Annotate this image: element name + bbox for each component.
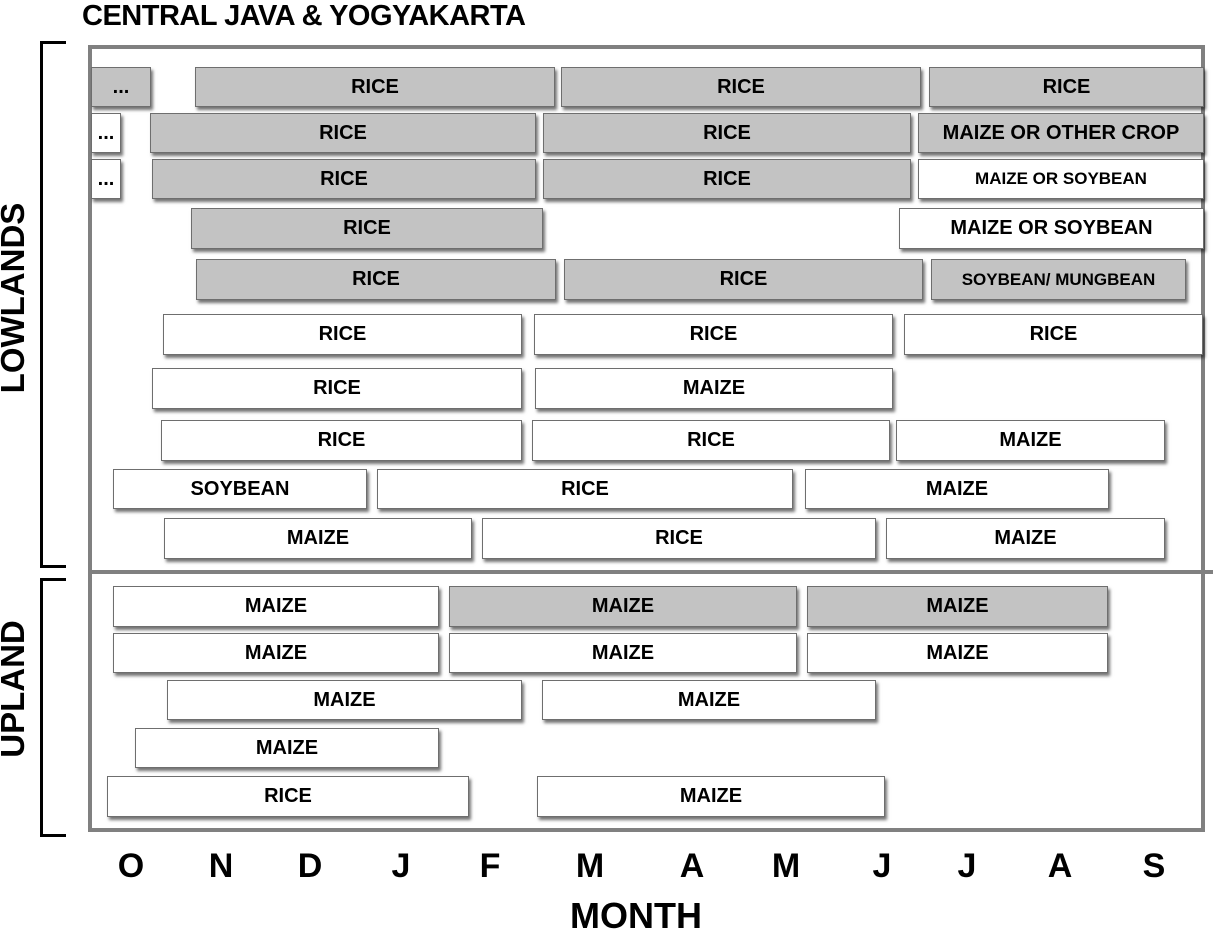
crop-bar: RICE <box>191 208 543 249</box>
crop-bar: RICE <box>532 420 890 461</box>
month-label: F <box>479 847 501 885</box>
crop-bar: MAIZE <box>113 633 439 673</box>
crop-bar: RICE <box>196 259 556 300</box>
crop-bar: MAIZE <box>896 420 1165 461</box>
crop-bar: RICE <box>195 67 555 107</box>
month-label: A <box>679 847 705 885</box>
crop-bar: MAIZE <box>535 368 893 409</box>
month-label: S <box>1142 847 1166 885</box>
month-label: M <box>575 847 605 885</box>
crop-bar: RICE <box>929 67 1204 107</box>
month-label: D <box>297 847 323 885</box>
crop-bar: RICE <box>564 259 923 300</box>
crop-bar: SOYBEAN/ MUNGBEAN <box>931 259 1186 300</box>
crop-bar: RICE <box>534 314 893 355</box>
lowlands-bracket <box>40 41 66 568</box>
crop-bar: MAIZE <box>449 586 797 627</box>
crop-bar: RICE <box>152 159 536 199</box>
month-label: J <box>957 847 977 885</box>
crop-bar: MAIZE OR OTHER CROP <box>918 113 1204 153</box>
upland-label: UPLAND <box>0 620 31 758</box>
crop-bar: MAIZE <box>537 776 885 817</box>
crop-bar: RICE <box>904 314 1203 355</box>
crop-bar: RICE <box>377 469 793 509</box>
crop-bar: MAIZE <box>542 680 876 720</box>
crop-bar: RICE <box>543 159 911 199</box>
crop-bar: RICE <box>152 368 522 409</box>
crop-bar: MAIZE <box>113 586 439 627</box>
diagram-title: CENTRAL JAVA & YOGYAKARTA <box>82 0 526 32</box>
month-label: O <box>117 847 145 885</box>
crop-bar: SOYBEAN <box>113 469 367 509</box>
region-divider <box>90 570 1213 574</box>
crop-bar: ... <box>91 113 121 153</box>
crop-bar: RICE <box>107 776 469 817</box>
crop-bar: MAIZE <box>449 633 797 673</box>
crop-bar: RICE <box>161 420 522 461</box>
crop-bar: RICE <box>163 314 522 355</box>
month-label: A <box>1047 847 1073 885</box>
crop-bar: MAIZE <box>807 633 1108 673</box>
axis-title: MONTH <box>570 895 702 936</box>
crop-bar: RICE <box>482 518 876 559</box>
crop-bar: RICE <box>150 113 536 153</box>
month-label: J <box>872 847 892 885</box>
crop-bar: MAIZE <box>886 518 1165 559</box>
crop-bar: MAIZE <box>805 469 1109 509</box>
crop-bar: MAIZE OR SOYBEAN <box>899 208 1204 249</box>
upland-bracket <box>40 578 66 837</box>
crop-bar: RICE <box>561 67 921 107</box>
month-label: M <box>771 847 801 885</box>
crop-bar: MAIZE <box>167 680 522 720</box>
month-label: N <box>208 847 234 885</box>
crop-bar: RICE <box>543 113 911 153</box>
crop-bar: ... <box>91 159 121 199</box>
crop-bar: MAIZE <box>135 728 439 768</box>
crop-bar: MAIZE <box>164 518 472 559</box>
crop-bar: MAIZE <box>807 586 1108 627</box>
crop-bar: MAIZE OR SOYBEAN <box>918 159 1204 199</box>
lowlands-label: LOWLANDS <box>0 202 31 394</box>
month-label: J <box>391 847 411 885</box>
crop-bar: ... <box>91 67 151 107</box>
